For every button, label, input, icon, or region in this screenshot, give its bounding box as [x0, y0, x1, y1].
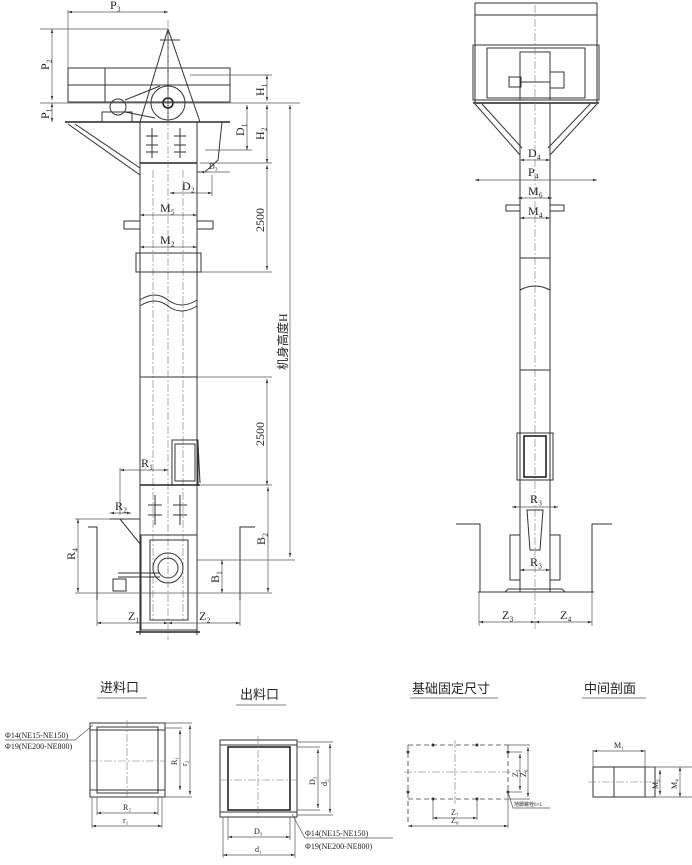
bolt-holes: [406, 743, 510, 801]
inlet-hole-note-2: Φ19(NE200-NE800): [5, 742, 73, 751]
dim-d3: D₃: [209, 162, 218, 171]
dim-z4: Z₄: [560, 608, 572, 622]
dim-p3: P₃: [110, 0, 121, 12]
dim-m6: M₆: [528, 184, 543, 198]
dim-r3-lower: R₃: [530, 555, 542, 569]
outlet-dim-d1: d₁: [255, 845, 262, 854]
foundation-title: 基础固定尺寸: [412, 682, 490, 697]
foundation-dim-z8: Z₈: [451, 816, 459, 825]
dim-b1: B₁: [208, 571, 222, 583]
inlet-detail: 进料口 Φ14(NE15-NE150) Φ19(NE200-NE800) R₁ …: [5, 681, 192, 828]
support-lug: [123, 220, 141, 230]
middle-section-title: 中间剖面: [584, 682, 636, 697]
foundation-pit: [88, 526, 255, 600]
outlet-title: 出料口: [240, 688, 279, 703]
outlet-dim-d3-vertical: D₃: [308, 776, 317, 785]
inlet-title: 进料口: [100, 681, 139, 696]
outlet-dim-d3: D₃: [254, 827, 263, 836]
boot-pulley-icon: [152, 552, 184, 584]
dim-b2: B₂: [254, 533, 268, 545]
middle-dim-m1: M₁: [614, 741, 624, 750]
front-view: P₃ P₂ P₁ H₁ H₂ D₁ D₃ D₂ M₅ M₂: [38, 0, 300, 640]
foundation-bolt-note: 地脚螺栓6×L: [514, 801, 542, 808]
dim-m2: M₂: [160, 233, 175, 247]
front-dimensions: P₃ P₂ P₁ H₁ H₂ D₁ D₃ D₂ M₅ M₂: [38, 0, 300, 626]
dim-d2: D₂: [182, 179, 195, 193]
dim-h1: H₁: [253, 83, 267, 96]
dim-z3: Z₃: [502, 608, 514, 622]
side-foundation-pit: [456, 523, 612, 592]
inlet-dim-r2: R₂: [123, 803, 131, 812]
dim-r2: R₂: [115, 499, 127, 513]
boot-section: [88, 495, 255, 633]
dim-z2: Z₂: [199, 609, 211, 623]
inlet-hole-note-1: Φ14(NE15-NE150): [5, 731, 69, 740]
dim-body-height: 机身高度H: [275, 313, 290, 370]
dim-h2: H₂: [253, 127, 267, 140]
dim-d4: D₄: [528, 146, 541, 160]
inlet-dim-r1-lower: r₁: [123, 816, 129, 825]
middle-dim-m3: M₃: [651, 779, 660, 789]
inlet-dim-r2-vertical: r₂: [180, 760, 189, 766]
dim-p4: P₄: [528, 165, 539, 179]
dim-r3-upper: R₃: [530, 492, 542, 506]
dim-p2: P₂: [38, 59, 52, 70]
inspection-door: [171, 439, 199, 486]
dim-m5: M₅: [160, 201, 175, 215]
outlet-dim-d2: d₂: [320, 779, 329, 786]
dim-r1: R₁: [141, 456, 153, 470]
dim-m4: M₄: [528, 204, 543, 218]
dim-d1: D₁: [233, 123, 247, 136]
dim-z1: Z₁: [128, 609, 140, 623]
dim-2500-lower: 2500: [253, 422, 267, 446]
support-lug: [196, 220, 214, 230]
side-dimensions: D₄ P₄ M₆ M₄ R₃ R₃ Z₃ Z₄: [475, 146, 597, 626]
outlet-hole-note-2: Φ19(NE200-NE800): [305, 842, 373, 851]
foundation-dim-z5: Z₅: [511, 769, 520, 777]
head-section: [65, 28, 231, 176]
outlet-detail: 出料口 D₃ d₂ D₃ d₁ Φ14(NE15-NE150) Φ19(NE20…: [219, 688, 393, 858]
middle-section-detail: 中间剖面 M₁ M₃ M₄: [582, 682, 692, 798]
foundation-dim-z7: Z₇: [451, 808, 459, 817]
middle-dim-m4: M₄: [670, 779, 679, 789]
foundation-detail: 基础固定尺寸 Z₅ Z₆ Z₇ Z₈ 地脚螺栓6×L: [404, 682, 550, 828]
casing-band: [135, 252, 202, 273]
foundation-dim-z6: Z₆: [519, 769, 528, 777]
dim-r4: R₄: [64, 548, 78, 560]
side-inspection-door: [516, 432, 554, 481]
inlet-dim-r1: R₁: [170, 757, 179, 765]
outlet-hole-note-1: Φ14(NE15-NE150): [305, 829, 369, 838]
counterweight: [112, 578, 127, 592]
dim-2500-upper: 2500: [253, 208, 267, 232]
side-view: D₄ P₄ M₆ M₄ R₃ R₃ Z₃ Z₄: [456, 2, 612, 630]
motor-icon: [109, 98, 127, 116]
dim-p1: P₁: [38, 108, 52, 119]
